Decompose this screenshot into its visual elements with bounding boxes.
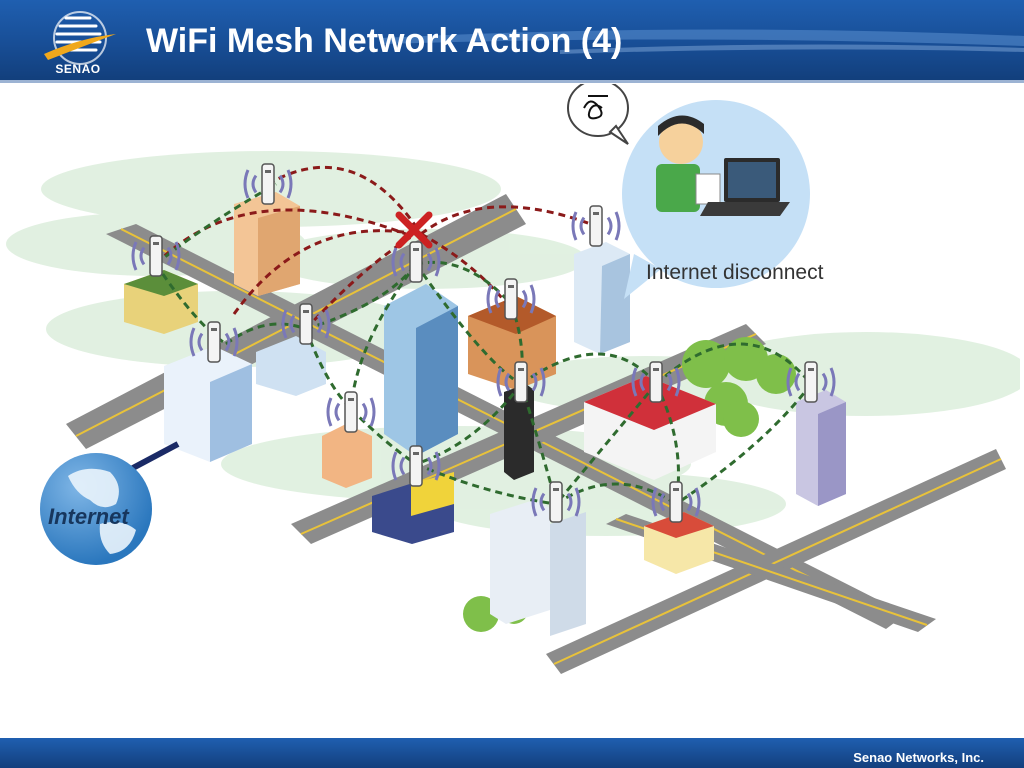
access-point-node <box>281 303 331 345</box>
internet-label: Internet <box>48 504 130 529</box>
senao-logo-icon <box>44 11 116 65</box>
access-point-node <box>326 391 376 433</box>
access-point-node <box>531 481 581 523</box>
access-point-node <box>631 361 681 403</box>
company-name: Senao Networks, Inc. <box>853 750 984 765</box>
access-point-node <box>786 361 836 403</box>
access-point-node <box>131 235 181 277</box>
failed-link-x-icon <box>395 211 433 249</box>
access-point-node <box>189 321 239 363</box>
access-point-node <box>486 278 536 320</box>
access-point-node <box>651 481 701 523</box>
frustration-speech-bubble-icon <box>567 84 629 145</box>
backhaul-links <box>154 165 597 331</box>
access-point-node <box>391 241 441 283</box>
slide-header <box>0 0 1024 80</box>
header-swoosh <box>380 29 1024 54</box>
access-point-node <box>391 445 441 487</box>
access-point-node <box>243 163 293 205</box>
user-bubble <box>622 100 810 299</box>
internet-globe-icon <box>40 441 180 565</box>
internet-disconnect-label: Internet disconnect <box>646 261 824 284</box>
slide-footer: Senao Networks, Inc. <box>0 738 1024 768</box>
slide-title: WiFi Mesh Network Action (4) <box>146 22 623 60</box>
mesh-network-diagram: Internet Internet disconnect <box>6 84 1020 674</box>
logo-text: SENAO <box>55 62 101 76</box>
buildings <box>124 192 846 636</box>
access-point-node <box>496 361 546 403</box>
access-point-node <box>571 205 621 247</box>
mesh-nodes <box>131 163 836 523</box>
header-divider <box>0 80 1024 83</box>
